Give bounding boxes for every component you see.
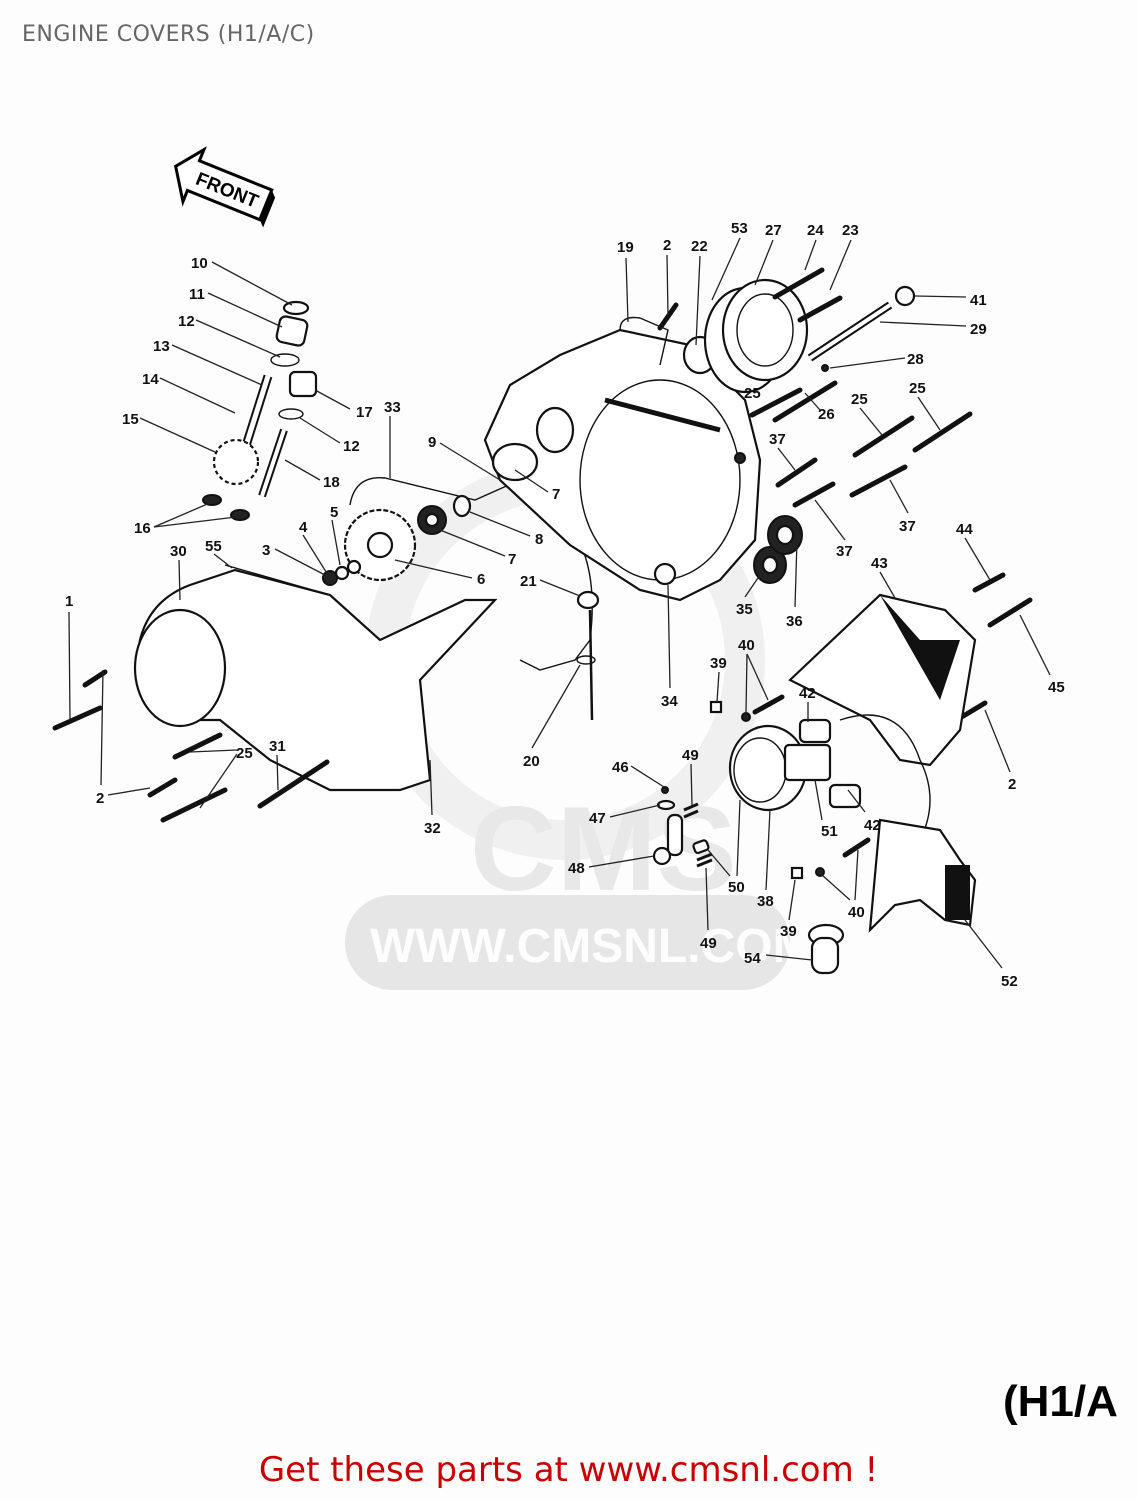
callout-29: 29	[970, 321, 987, 338]
callout-15: 15	[122, 411, 139, 428]
callout-48: 48	[568, 860, 585, 877]
callout-9: 9	[428, 434, 436, 451]
callout-40: 40	[738, 637, 755, 654]
callout-43: 43	[871, 555, 888, 572]
callout-36: 36	[786, 613, 803, 630]
callout-14: 14	[142, 371, 159, 388]
callout-42b: 42	[864, 817, 881, 834]
callout-4: 4	[299, 519, 308, 536]
callout-27: 27	[765, 222, 782, 239]
callout-2b: 2	[663, 237, 671, 254]
callout-50: 50	[728, 879, 745, 896]
callout-21: 21	[520, 573, 537, 590]
generator-cover	[133, 564, 498, 792]
callout-39: 39	[710, 655, 727, 672]
callout-1: 1	[65, 593, 73, 610]
callout-23: 23	[842, 222, 859, 239]
callout-18: 18	[323, 474, 340, 491]
callout-12: 12	[178, 313, 195, 330]
callout-19: 19	[617, 239, 634, 256]
callout-54: 54	[744, 950, 761, 967]
callout-37b: 37	[899, 518, 916, 535]
callout-7: 7	[552, 486, 560, 503]
callout-labels: 10 11 12 13 14 15 16 17 12 18 33 9 7 8 7…	[65, 220, 1065, 990]
callout-12b: 12	[343, 438, 360, 455]
callout-35: 35	[736, 601, 753, 618]
callout-28: 28	[907, 351, 924, 368]
callout-31: 31	[269, 738, 286, 755]
callout-41: 41	[970, 292, 987, 309]
callout-38: 38	[757, 893, 774, 910]
callout-5: 5	[330, 504, 338, 521]
callout-8: 8	[535, 531, 543, 548]
leader-lines	[68, 237, 1051, 969]
callout-3: 3	[262, 542, 270, 559]
callout-20: 20	[523, 753, 540, 770]
callout-22: 22	[691, 238, 708, 255]
callout-13: 13	[153, 338, 170, 355]
bolts	[52, 267, 1033, 858]
callout-25: 25	[236, 745, 253, 762]
callout-34: 34	[661, 693, 678, 710]
callout-49: 49	[682, 747, 699, 764]
model-badge: (H1/A	[1003, 1377, 1118, 1426]
callout-40b: 40	[848, 904, 865, 921]
callout-39b: 39	[780, 923, 797, 940]
page-title: ENGINE COVERS (H1/A/C)	[22, 22, 315, 47]
callout-25b: 25	[744, 385, 761, 402]
callout-45: 45	[1048, 679, 1065, 696]
callout-30: 30	[170, 543, 187, 560]
callout-25c: 25	[851, 391, 868, 408]
oil-seals	[753, 515, 803, 584]
callout-7b: 7	[508, 551, 516, 568]
watermark-url: WWW.CMSNL.COM	[370, 920, 813, 973]
callout-37: 37	[769, 431, 786, 448]
callout-42: 42	[799, 685, 816, 702]
callout-49b: 49	[700, 935, 717, 952]
callout-6: 6	[477, 571, 485, 588]
callout-47: 47	[589, 810, 606, 827]
callout-26: 26	[818, 406, 835, 423]
callout-2: 2	[96, 790, 104, 807]
callout-2c: 2	[1008, 776, 1016, 793]
callout-46: 46	[612, 759, 629, 776]
callout-52: 52	[1001, 973, 1018, 990]
callout-32: 32	[424, 820, 441, 837]
primary-gear-assembly	[322, 477, 593, 671]
callout-37c: 37	[836, 543, 853, 560]
oil-pump-assembly	[202, 300, 318, 521]
callout-10: 10	[191, 255, 208, 272]
callout-25d: 25	[909, 380, 926, 397]
callout-24: 24	[807, 222, 824, 239]
front-direction-arrow: FRONT	[173, 146, 276, 228]
callout-55: 55	[205, 538, 222, 555]
callout-16: 16	[134, 520, 151, 537]
callout-51: 51	[821, 823, 838, 840]
callout-53: 53	[731, 220, 748, 237]
crankcase-cover	[483, 278, 916, 602]
callout-11: 11	[189, 286, 205, 303]
callout-17: 17	[356, 404, 373, 421]
dipstick	[576, 590, 600, 721]
callout-44: 44	[956, 521, 973, 538]
cmsnl-link[interactable]: Get these parts at www.cmsnl.com !	[258, 1450, 879, 1490]
contact-breaker-assembly	[709, 593, 977, 975]
callout-33: 33	[384, 399, 401, 416]
